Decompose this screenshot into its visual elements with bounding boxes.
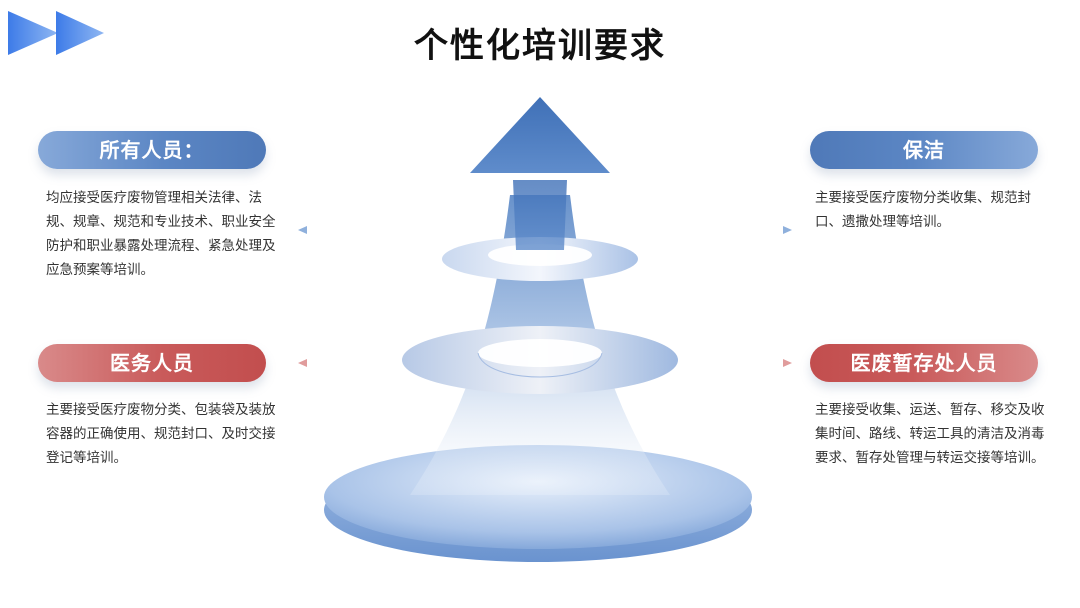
arrow-head: [470, 97, 610, 173]
medical-staff-label: 医务人员: [38, 344, 266, 382]
all-staff-description: 均应接受医疗废物管理相关法律、法规、规章、规范和专业技术、职业安全防护和职业暴露…: [46, 186, 280, 282]
storage-staff-label: 医废暂存处人员: [810, 344, 1038, 382]
all-staff-label: 所有人员：: [38, 131, 266, 169]
storage-staff-description: 主要接受收集、运送、暂存、移交及收集时间、路线、转运工具的清洁及消毒要求、暂存处…: [815, 398, 1045, 470]
growth-arrow-graphic: [300, 85, 780, 585]
cleaning-staff-description: 主要接受医疗废物分类收集、规范封口、遗撒处理等培训。: [815, 186, 1045, 234]
medical-staff-description: 主要接受医疗废物分类、包装袋及装放容器的正确使用、规范封口、及时交接登记等培训。: [46, 398, 276, 470]
page-title: 个性化培训要求: [0, 18, 1080, 67]
cleaning-staff-label: 保洁: [810, 131, 1038, 169]
